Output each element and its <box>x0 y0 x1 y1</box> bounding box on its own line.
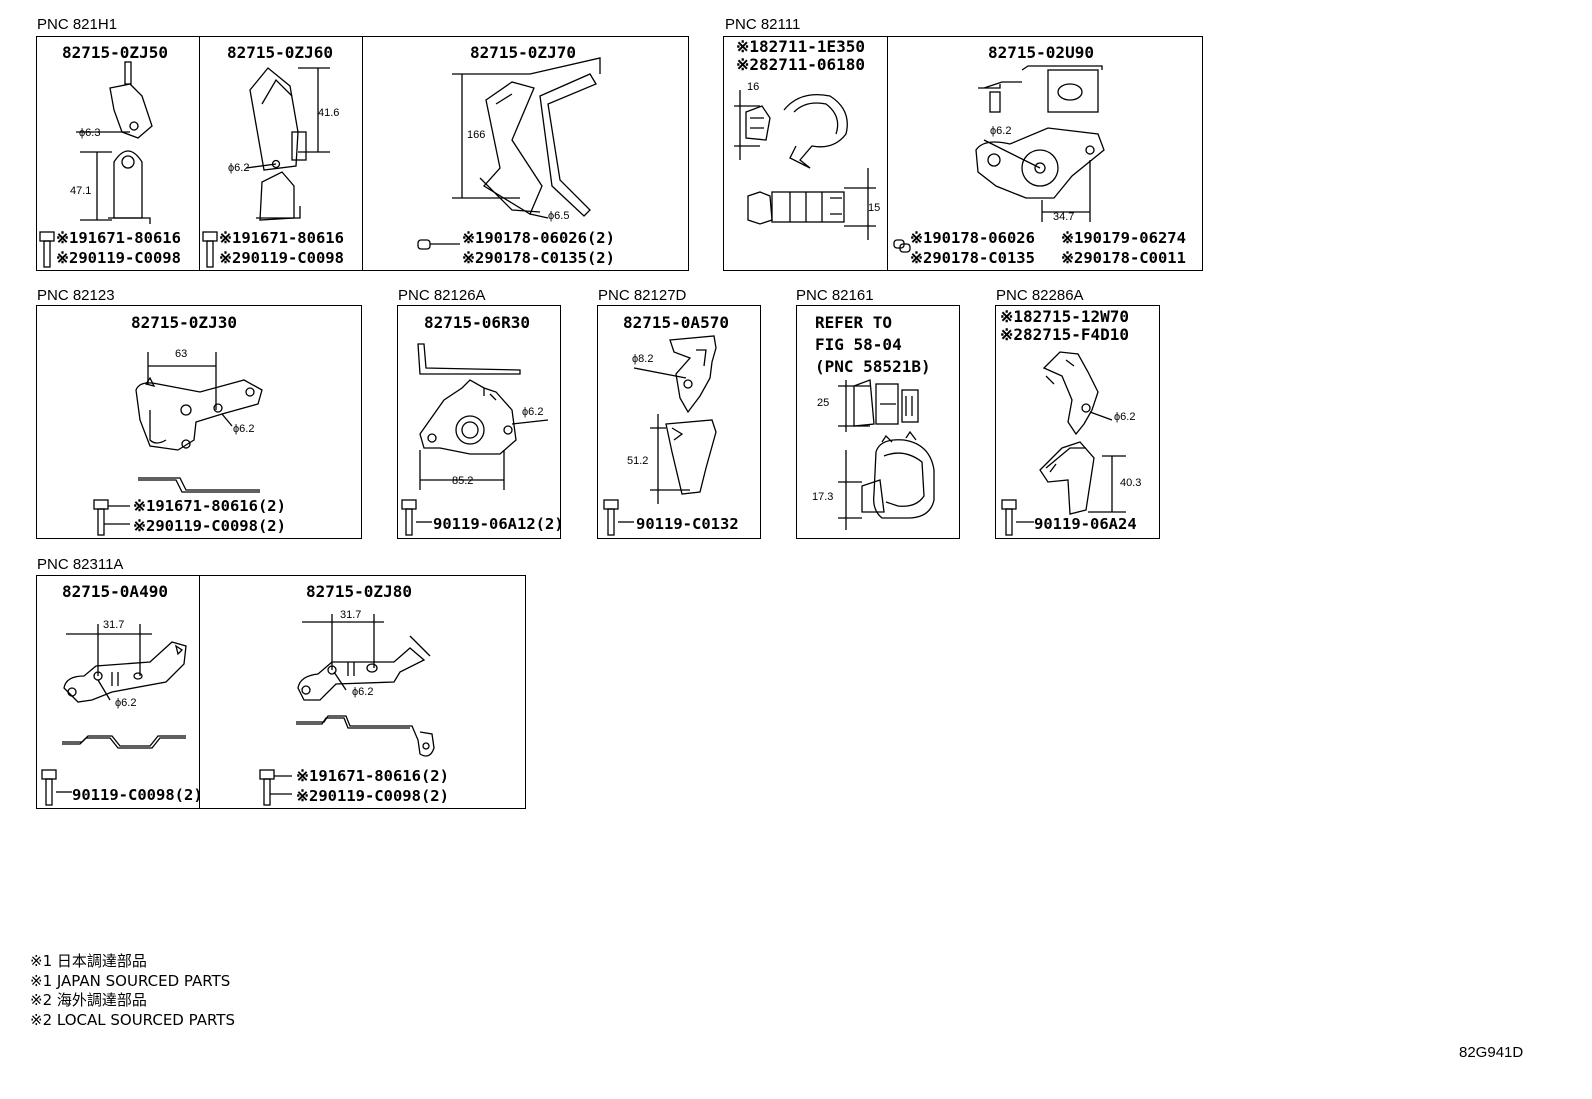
part-number: 82715-02U90 <box>988 43 1094 62</box>
bracket-drawing <box>603 335 717 536</box>
dimension-label: ϕ6.2 <box>352 686 374 698</box>
dimension-label: 166 <box>467 129 486 141</box>
dimension-label: ϕ6.2 <box>522 406 544 418</box>
part-number: 82715-0ZJ50 <box>62 43 168 62</box>
fastener-number: ※191671-80616(2) <box>133 497 286 515</box>
pnc-label: PNC 82161 <box>796 287 874 304</box>
parts-box <box>36 305 362 539</box>
pnc-label: PNC 82123 <box>37 287 115 304</box>
bracket-drawing <box>41 614 435 806</box>
dimension-label: 51.2 <box>627 455 649 467</box>
dimension-label: ϕ6.5 <box>548 210 570 222</box>
footnote: ※1 JAPAN SOURCED PARTS <box>30 972 231 990</box>
figure-id: 82G941D <box>1459 1044 1524 1061</box>
dimension-label: 40.3 <box>1120 477 1142 489</box>
parts-box <box>723 36 1203 271</box>
pnc-label: PNC 82111 <box>725 16 801 33</box>
parts-box <box>995 305 1160 539</box>
fastener-number: ※290178-C0135 <box>910 249 1035 267</box>
pnc-label: PNC 82311A <box>37 556 124 573</box>
dimension-label: 31.7 <box>340 609 362 621</box>
fastener-number: ※191671-80616 <box>56 229 181 247</box>
fastener-number: ※290119-C0098(2) <box>133 517 286 535</box>
part-number: ※182711-1E350 <box>736 37 865 56</box>
divider <box>887 37 888 270</box>
dimension-label: ϕ6.2 <box>233 423 255 435</box>
dimension-label: ϕ6.2 <box>115 697 137 709</box>
part-number: 82715-0ZJ60 <box>227 43 333 62</box>
dimension-label: 16 <box>747 81 760 93</box>
part-number: ※182715-12W70 <box>1000 307 1129 326</box>
dimension-label: ϕ6.2 <box>1114 411 1136 423</box>
pnc-label: PNC 82126A <box>398 287 486 304</box>
bracket-drawing <box>76 57 601 250</box>
dimension-label: 63 <box>175 348 188 360</box>
refer-text: (PNC 58521B) <box>815 357 931 376</box>
bracket-drawing <box>93 352 263 536</box>
bracket-drawing <box>401 343 549 536</box>
dimension-label: 47.1 <box>70 185 92 197</box>
fastener-number: ※290178-C0011 <box>1061 249 1186 267</box>
fastener-number: 90119-06A12(2) <box>433 515 564 533</box>
fastener-number: ※191671-80616(2) <box>296 767 449 785</box>
fastener-number: ※190178-06026(2) <box>462 229 615 247</box>
pnc-label: PNC 821H1 <box>37 16 118 33</box>
fastener-number: ※290119-C0098 <box>56 249 181 267</box>
fastener-number: ※190178-06026 <box>910 229 1035 247</box>
dimension-label: ϕ6.2 <box>228 162 250 174</box>
dimension-label: 31.7 <box>103 619 125 631</box>
pnc-label: PNC 82127D <box>598 287 687 304</box>
part-number: 82715-06R30 <box>424 313 530 332</box>
divider <box>199 37 200 270</box>
fastener-number: ※290119-C0098 <box>219 249 344 267</box>
parts-box <box>36 36 689 271</box>
parts-box <box>597 305 761 539</box>
pnc-label: PNC 82286A <box>996 287 1084 304</box>
clip-drawing <box>838 379 935 530</box>
dimension-label: 85.2 <box>452 475 474 487</box>
part-number: 82715-0ZJ70 <box>470 43 576 62</box>
dimension-label: 25 <box>817 397 830 409</box>
dimension-label: 17.3 <box>812 491 834 503</box>
part-number: ※282715-F4D10 <box>1000 325 1129 344</box>
fastener-number: ※290119-C0098(2) <box>296 787 449 805</box>
parts-box <box>36 575 526 809</box>
footnote: ※2 LOCAL SOURCED PARTS <box>30 1011 235 1029</box>
part-number: 82715-0A570 <box>623 313 729 332</box>
refer-text: FIG 58-04 <box>815 335 902 354</box>
parts-box <box>397 305 561 539</box>
parts-box <box>796 305 960 539</box>
bracket-drawing <box>1001 351 1126 536</box>
dimension-label: ϕ6.3 <box>79 127 101 139</box>
part-number: ※282711-06180 <box>736 55 865 74</box>
clip-drawing <box>734 65 1105 253</box>
dimension-label: ϕ8.2 <box>632 353 654 365</box>
part-number: 82715-0A490 <box>62 582 168 601</box>
fastener-number: 90119-C0098(2) <box>72 786 203 804</box>
bolt-icon <box>39 231 218 268</box>
footnote: ※2 海外調達部品 <box>30 991 147 1009</box>
dimension-label: ϕ6.2 <box>990 125 1012 137</box>
fastener-number: ※190179-06274 <box>1061 229 1186 247</box>
refer-text: REFER TO <box>815 313 893 332</box>
dimension-label: 15 <box>868 202 881 214</box>
divider <box>199 576 200 808</box>
fastener-number: 90119-C0132 <box>636 515 739 533</box>
divider <box>362 37 363 270</box>
dimension-label: 34.7 <box>1053 211 1075 223</box>
part-number: 82715-0ZJ80 <box>306 582 412 601</box>
footnote: ※1 日本調達部品 <box>30 952 147 970</box>
fastener-number: ※290178-C0135(2) <box>462 249 615 267</box>
fastener-number: ※191671-80616 <box>219 229 344 247</box>
part-number: 82715-0ZJ30 <box>131 313 237 332</box>
dimension-label: 41.6 <box>318 107 340 119</box>
fastener-number: 90119-06A24 <box>1034 515 1137 533</box>
